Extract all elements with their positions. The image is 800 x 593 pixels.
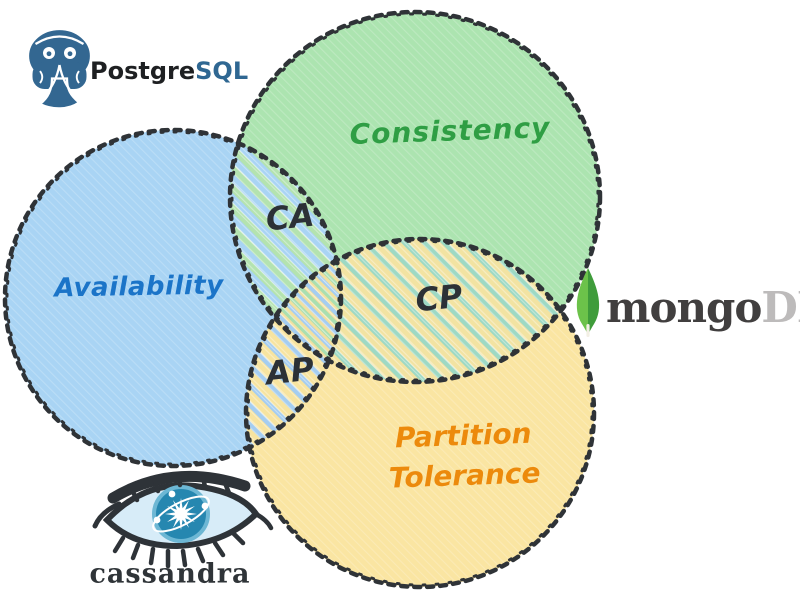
partition-tolerance-label: Partition Tolerance bbox=[387, 413, 541, 498]
postgresql-wordmark: PostgreSQL bbox=[90, 57, 248, 85]
cassandra-wordmark: cassandra bbox=[89, 558, 251, 590]
texture-overlay bbox=[246, 239, 594, 587]
circle-outlines bbox=[2, 9, 603, 590]
intersection-ap-label: AP bbox=[264, 349, 316, 393]
mongodb-leaf-icon bbox=[576, 268, 600, 337]
postgresql-wordmark-blue: SQL bbox=[195, 57, 249, 85]
intersection-ca-label: CA bbox=[264, 195, 316, 239]
intersection-cp-label: CP bbox=[413, 276, 465, 320]
mongodb-wordmark-light: DB. bbox=[761, 283, 800, 332]
cassandra-eye-icon bbox=[92, 470, 274, 569]
partition-label-line2: Tolerance bbox=[388, 456, 541, 495]
mongodb-wordmark-dark: mongo bbox=[606, 283, 762, 332]
consistency-label: Consistency bbox=[349, 111, 551, 151]
postgresql-elephant-icon bbox=[26, 27, 93, 110]
partition-label-line1: Partition bbox=[394, 416, 533, 455]
availability-label: Availability bbox=[54, 270, 224, 304]
postgresql-wordmark-dark: Postgre bbox=[90, 57, 196, 85]
mongodb-wordmark: mongoDB. bbox=[606, 283, 800, 332]
